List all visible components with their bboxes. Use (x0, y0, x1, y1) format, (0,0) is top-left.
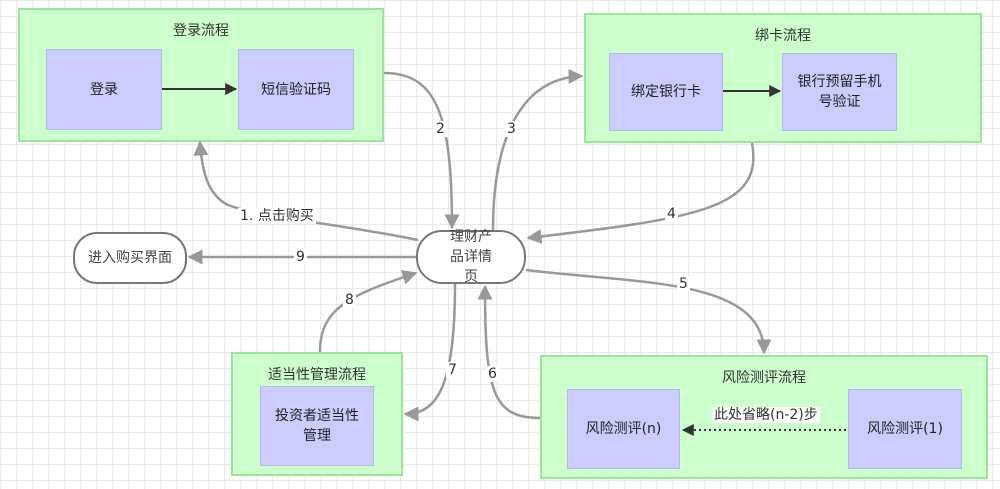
edge-3-detail-to-card (491, 68, 584, 231)
node-risk-assessment-1[interactable]: 风险测评(1) (848, 389, 962, 469)
node-sms-code[interactable]: 短信验证码 (238, 49, 354, 130)
edge-4-card-to-detail (526, 142, 755, 244)
group-title-risk: 风险测评流程 (722, 370, 806, 386)
edge-6-risk-to-detail (477, 284, 541, 420)
node-product-detail[interactable]: 理财产品详情页 (416, 229, 526, 285)
edge-label-9: 9 (294, 249, 307, 265)
node-login[interactable]: 登录 (46, 49, 162, 130)
edge-label-8: 8 (343, 292, 356, 308)
node-bind-card[interactable]: 绑定银行卡 (609, 53, 723, 131)
group-title-suitability: 适当性管理流程 (268, 367, 366, 383)
edge-label-2: 2 (434, 121, 447, 137)
edge-label-7: 7 (446, 362, 459, 378)
node-enter-purchase[interactable]: 进入购买界面 (73, 232, 187, 284)
edge-label-omitted-steps: 此处省略(n-2)步 (712, 407, 820, 423)
edge-label-3: 3 (505, 121, 518, 137)
edge-label-6: 6 (486, 366, 499, 382)
edge-7-detail-to-suitability (403, 283, 457, 422)
edge-5-detail-to-risk (525, 268, 772, 355)
group-title-login: 登录流程 (173, 23, 229, 39)
edge-label-4: 4 (665, 206, 678, 222)
edge-8-suitability-to-detail (318, 270, 418, 353)
edge-label-5: 5 (677, 276, 690, 292)
node-risk-assessment-n[interactable]: 风险测评(n) (567, 389, 680, 469)
edge-1-detail-to-login (193, 140, 419, 242)
node-bank-phone-verify[interactable]: 银行预留手机号验证 (782, 53, 897, 131)
edge-2-login-to-detail (383, 71, 460, 230)
node-investor-suitability[interactable]: 投资者适当性管理 (260, 386, 374, 466)
group-title-card: 绑卡流程 (755, 28, 811, 44)
edge-label-1: 1. 点击购买 (238, 208, 316, 224)
